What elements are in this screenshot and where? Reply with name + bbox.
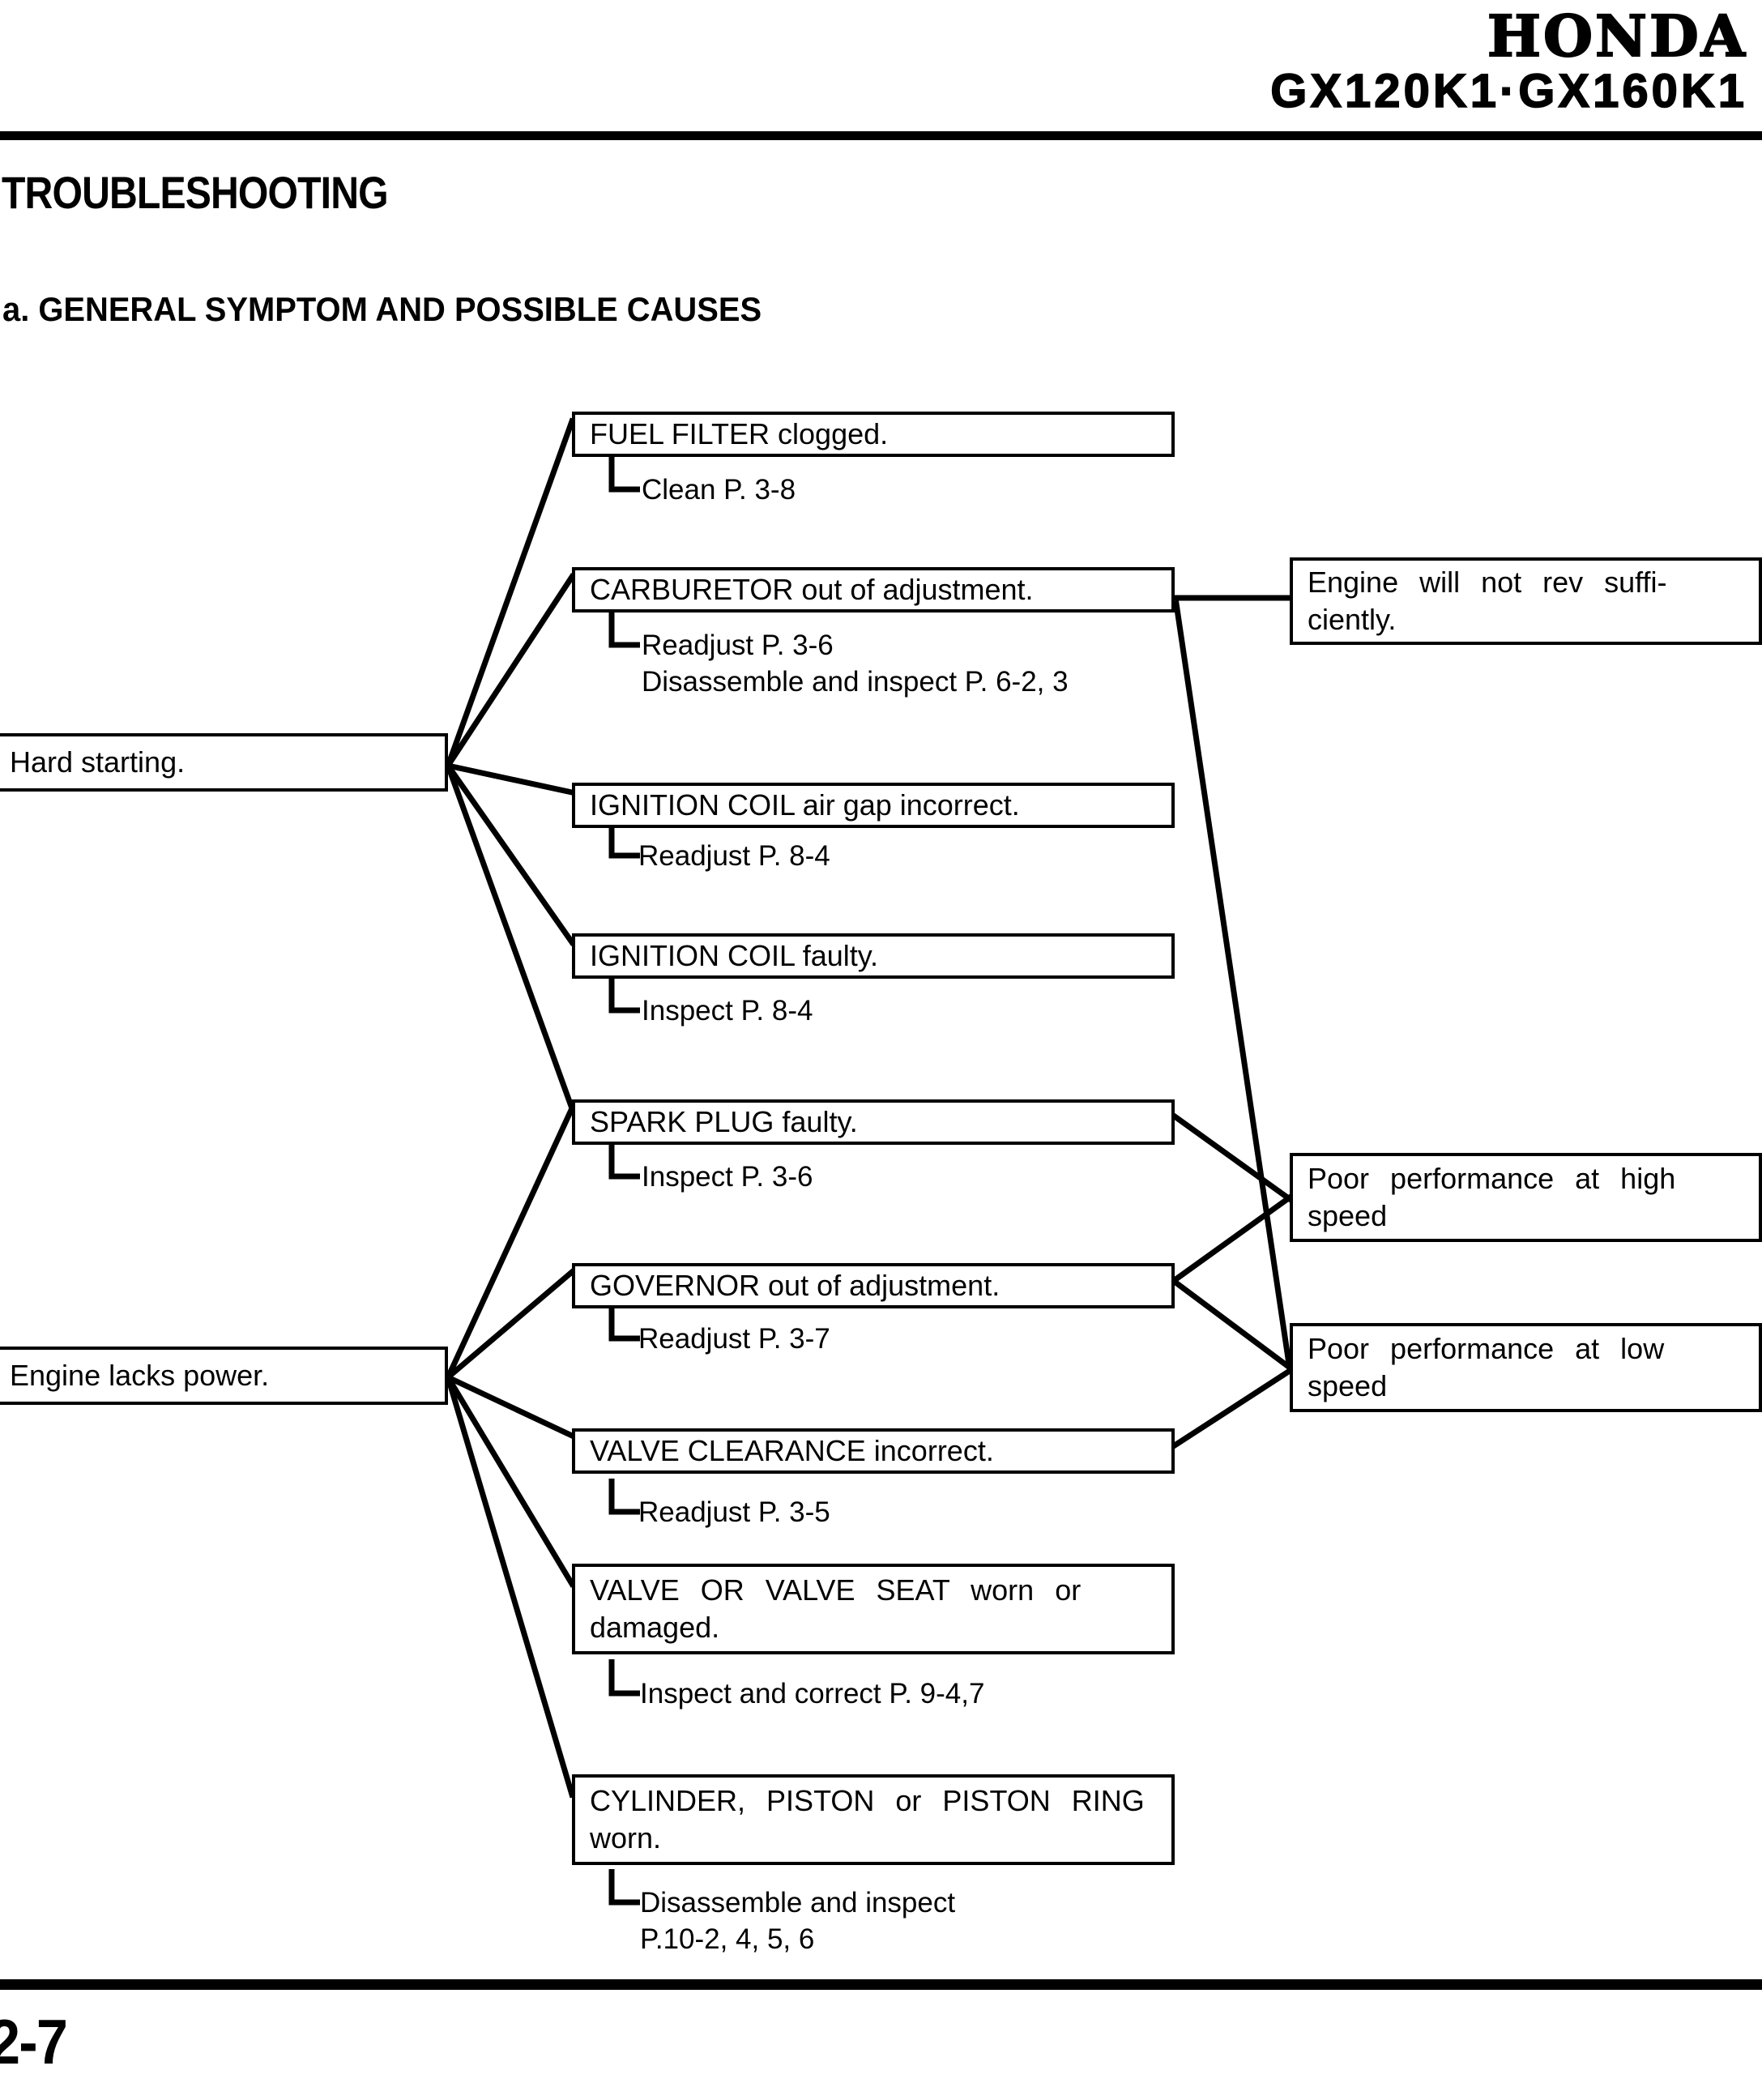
cause-label: SPARK PLUG faulty. [590, 1105, 858, 1138]
cause-box-ignition-coil-faulty[interactable]: IGNITION COIL faulty. [572, 933, 1175, 979]
cause-box-carburetor[interactable]: CARBURETOR out of adjustment. [572, 567, 1175, 612]
cause-label: VALVE CLEARANCE incorrect. [590, 1434, 994, 1467]
action-fuel-filter: Clean P. 3-8 [642, 474, 796, 506]
cause-label: CARBURETOR out of adjustment. [590, 573, 1034, 606]
symptom-label: Hard starting. [10, 745, 186, 779]
manual-header: HONDA GX120K1·GX160K1 [1269, 2, 1747, 117]
cause-label: FUEL FILTER clogged. [590, 417, 889, 450]
model-codes: GX120K1·GX160K1 [1269, 65, 1747, 117]
action-cylinder-piston: Disassemble and inspect P.10-2, 4, 5, 6 [640, 1887, 956, 1955]
action-ignition-coil-faulty: Inspect P. 8-4 [642, 995, 813, 1027]
cause-box-valve-seat[interactable]: VALVE OR VALVE SEAT worn or damaged. [572, 1564, 1175, 1654]
cause-box-valve-clearance[interactable]: VALVE CLEARANCE incorrect. [572, 1428, 1175, 1474]
symptom-label: Engine lacks power. [10, 1359, 270, 1392]
cause-box-fuel-filter[interactable]: FUEL FILTER clogged. [572, 412, 1175, 457]
section-title: a. GENERAL SYMPTOM AND POSSIBLE CAUSES [2, 290, 762, 328]
action-valve-seat: Inspect and correct P. 9-4,7 [640, 1678, 985, 1709]
cause-box-cylinder-piston[interactable]: CYLINDER, PISTON or PISTON RING worn. [572, 1774, 1175, 1865]
result-box-poor-performance-high-speed[interactable]: Poor performance at high speed [1290, 1153, 1762, 1242]
action-ignition-coil-air-gap: Readjust P. 8-4 [638, 840, 830, 872]
cause-label: IGNITION COIL faulty. [590, 939, 879, 972]
page-number: 2-7 [0, 2006, 68, 2077]
page-title: TROUBLESHOOTING [2, 167, 389, 218]
action-spark-plug: Inspect P. 3-6 [642, 1161, 813, 1193]
action-governor: Readjust P. 3-7 [638, 1323, 830, 1355]
cause-box-ignition-coil-air-gap[interactable]: IGNITION COIL air gap incorrect. [572, 783, 1175, 828]
symptom-box-engine-lacks-power[interactable]: Engine lacks power. [0, 1347, 448, 1405]
cause-label: CYLINDER, PISTON or PISTON RING worn. [590, 1784, 1145, 1855]
result-label: Poor performance at high speed [1308, 1162, 1676, 1232]
cause-box-governor[interactable]: GOVERNOR out of adjustment. [572, 1263, 1175, 1308]
result-label: Poor performance at low speed [1308, 1332, 1665, 1402]
honda-logo-text: HONDA [1487, 2, 1747, 70]
cause-label: IGNITION COIL air gap incorrect. [590, 788, 1020, 822]
action-valve-clearance: Readjust P. 3-5 [638, 1496, 830, 1528]
cause-label: VALVE OR VALVE SEAT worn or damaged. [590, 1573, 1082, 1644]
symptom-box-hard-starting[interactable]: Hard starting. [0, 733, 448, 792]
result-label: Engine will not rev suffi- ciently. [1308, 566, 1667, 636]
action-carburetor: Readjust P. 3-6 Disassemble and inspect … [642, 630, 1069, 698]
header-divider [0, 131, 1762, 140]
cause-box-spark-plug[interactable]: SPARK PLUG faulty. [572, 1099, 1175, 1145]
result-box-engine-will-not-rev[interactable]: Engine will not rev suffi- ciently. [1290, 557, 1762, 645]
result-box-poor-performance-low-speed[interactable]: Poor performance at low speed [1290, 1323, 1762, 1412]
cause-label: GOVERNOR out of adjustment. [590, 1269, 1000, 1302]
footer-divider [0, 1979, 1762, 1990]
